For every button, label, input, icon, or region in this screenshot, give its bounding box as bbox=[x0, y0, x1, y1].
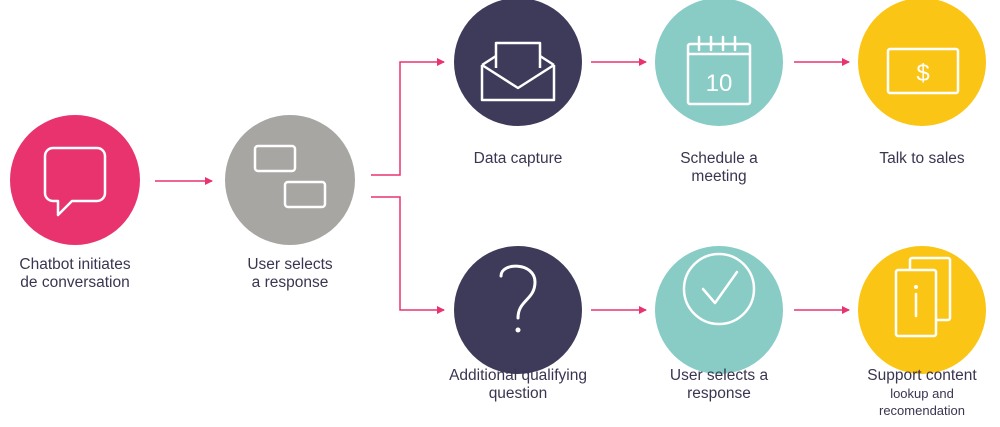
info-documents-icon bbox=[894, 256, 952, 338]
label-select-response-2: User selects a response bbox=[644, 367, 794, 403]
label-select-response-1: User selects a response bbox=[215, 256, 365, 292]
dollar-bill-icon bbox=[886, 47, 960, 95]
node-sales-circle bbox=[858, 0, 986, 126]
label-line: Chatbot initiates bbox=[19, 256, 131, 273]
label-chatbot: Chatbot initiates de conversation bbox=[0, 256, 150, 292]
arrow-select-to-capture bbox=[371, 58, 445, 176]
node-select-circle bbox=[225, 115, 355, 245]
node-select-response-1 bbox=[225, 115, 355, 245]
label-line: Support content bbox=[867, 367, 977, 384]
calendar-day: 10 bbox=[706, 70, 733, 97]
label-line: a response bbox=[251, 274, 329, 291]
node-support-content bbox=[858, 246, 986, 374]
label-line: response bbox=[687, 385, 751, 402]
checkmark-icon bbox=[682, 252, 756, 326]
label-line: Data capture bbox=[473, 150, 563, 167]
arrow-select-to-qualify bbox=[371, 196, 445, 314]
node-chatbot-circle bbox=[10, 115, 140, 245]
label-talk-to-sales: Talk to sales bbox=[847, 150, 997, 168]
node-talk-to-sales: $ bbox=[858, 0, 986, 126]
node-select-response-2 bbox=[655, 246, 783, 374]
label-line: User selects a bbox=[669, 367, 769, 384]
label-qualifying-question: Additional qualifying question bbox=[428, 367, 608, 403]
info-dot bbox=[914, 285, 918, 289]
label-line: recomendation bbox=[879, 403, 965, 418]
node-qualifying-question bbox=[454, 246, 582, 374]
response-options-icon bbox=[253, 144, 327, 209]
node-select2-circle bbox=[655, 246, 783, 374]
label-schedule-meeting: Schedule a meeting bbox=[644, 150, 794, 186]
question-mark-icon bbox=[499, 264, 537, 333]
envelope-icon bbox=[480, 41, 556, 102]
label-line: User selects bbox=[247, 256, 333, 273]
node-schedule-meeting: 10 bbox=[655, 0, 783, 126]
speech-bubble-icon bbox=[43, 146, 107, 217]
label-line: lookup and bbox=[890, 386, 954, 401]
node-capture-circle bbox=[454, 0, 582, 126]
label-line: Schedule a bbox=[680, 150, 758, 167]
dollar-symbol: $ bbox=[916, 60, 929, 87]
node-chatbot bbox=[10, 115, 140, 245]
label-line: meeting bbox=[691, 168, 747, 185]
label-line: Talk to sales bbox=[879, 150, 965, 167]
node-schedule-circle bbox=[655, 0, 783, 126]
label-line: de conversation bbox=[20, 274, 130, 291]
node-data-capture bbox=[454, 0, 582, 126]
label-line: question bbox=[488, 385, 548, 402]
label-line: Additional qualifying bbox=[449, 367, 587, 384]
calendar-icon bbox=[686, 35, 752, 106]
label-support-content: Support content lookup and recomendation bbox=[847, 367, 997, 419]
label-data-capture: Data capture bbox=[443, 150, 593, 168]
